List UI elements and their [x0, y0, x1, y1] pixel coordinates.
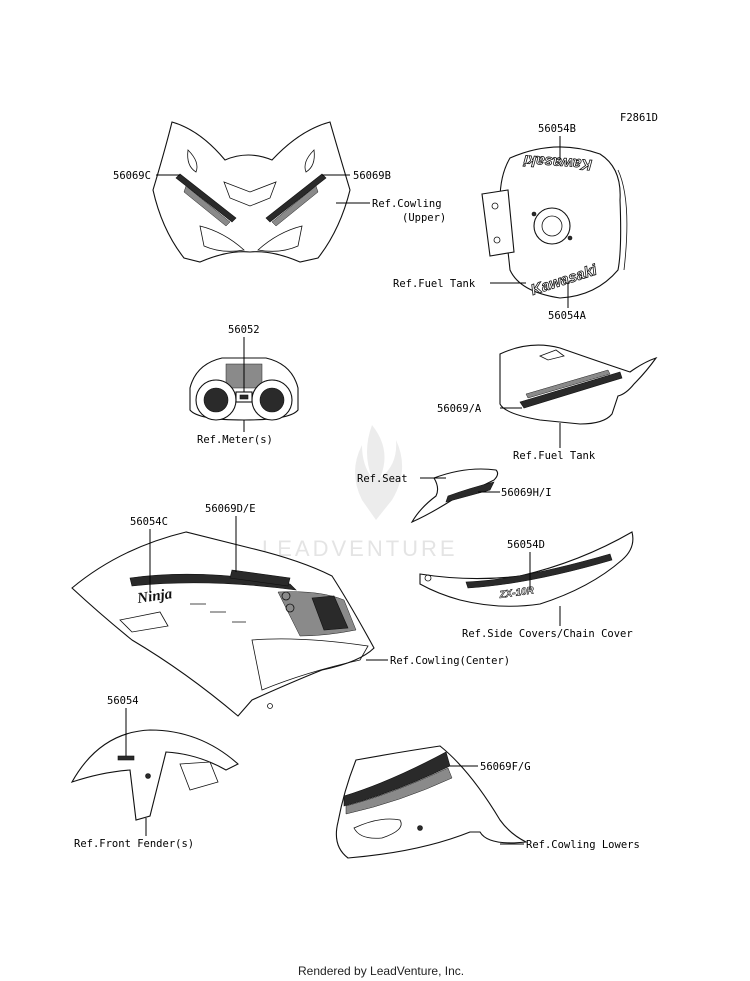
front-fender-drawing: [70, 729, 239, 821]
figure-code: F2861D: [620, 112, 658, 124]
fuel-tank-side-drawing: [499, 344, 658, 425]
label-56069B: 56069B: [353, 170, 391, 182]
lower-cowling-drawing: [335, 745, 528, 859]
label-ref-cowling-upper-2: (Upper): [402, 212, 446, 224]
label-ref-cowling-lowers: Ref.Cowling Lowers: [526, 839, 640, 851]
label-56054C: 56054C: [130, 516, 168, 528]
label-56069C: 56069C: [113, 170, 151, 182]
watermark-text: LEADVENTURE: [262, 536, 458, 561]
label-ref-meters: Ref.Meter(s): [197, 434, 273, 446]
seat-cowl-drawing: [410, 468, 499, 524]
upper-cowling-drawing: [152, 121, 351, 263]
label-ref-side-covers: Ref.Side Covers/Chain Cover: [462, 628, 633, 640]
label-56069FG: 56069F/G: [480, 761, 531, 773]
label-ref-cowling-upper: Ref.Cowling: [372, 198, 442, 210]
label-56054B: 56054B: [538, 123, 576, 135]
label-ref-fuel-tank-a: Ref.Fuel Tank: [393, 278, 476, 290]
label-56069DE: 56069D/E: [205, 503, 256, 515]
side-covers-drawing: ZX-10R: [419, 531, 634, 607]
label-56054A: 56054A: [548, 310, 587, 322]
label-56052: 56052: [228, 324, 260, 336]
label-ref-cowling-center: Ref.Cowling(Center): [390, 655, 510, 667]
tank-top-logo: Kawasaki: [522, 151, 592, 173]
label-56069A: 56069/A: [437, 403, 482, 415]
label-56069HI: 56069H/I: [501, 487, 552, 499]
fuel-tank-drawing: Kawasaki Kawasaki: [481, 146, 628, 299]
label-ref-front-fender: Ref.Front Fender(s): [74, 838, 194, 850]
cowling-ninja-logo: Ninja: [135, 586, 173, 607]
label-ref-seat: Ref.Seat: [357, 473, 408, 485]
watermark-logo: LEADVENTURE: [262, 425, 458, 561]
center-cowling-drawing: Ninja: [71, 531, 375, 717]
label-56054D: 56054D: [507, 539, 545, 551]
label-56054: 56054: [107, 695, 139, 707]
footer-credit: Rendered by LeadVenture, Inc.: [298, 964, 464, 978]
side-cover-logo: ZX-10R: [498, 585, 535, 601]
label-ref-fuel-tank-b: Ref.Fuel Tank: [513, 450, 596, 462]
